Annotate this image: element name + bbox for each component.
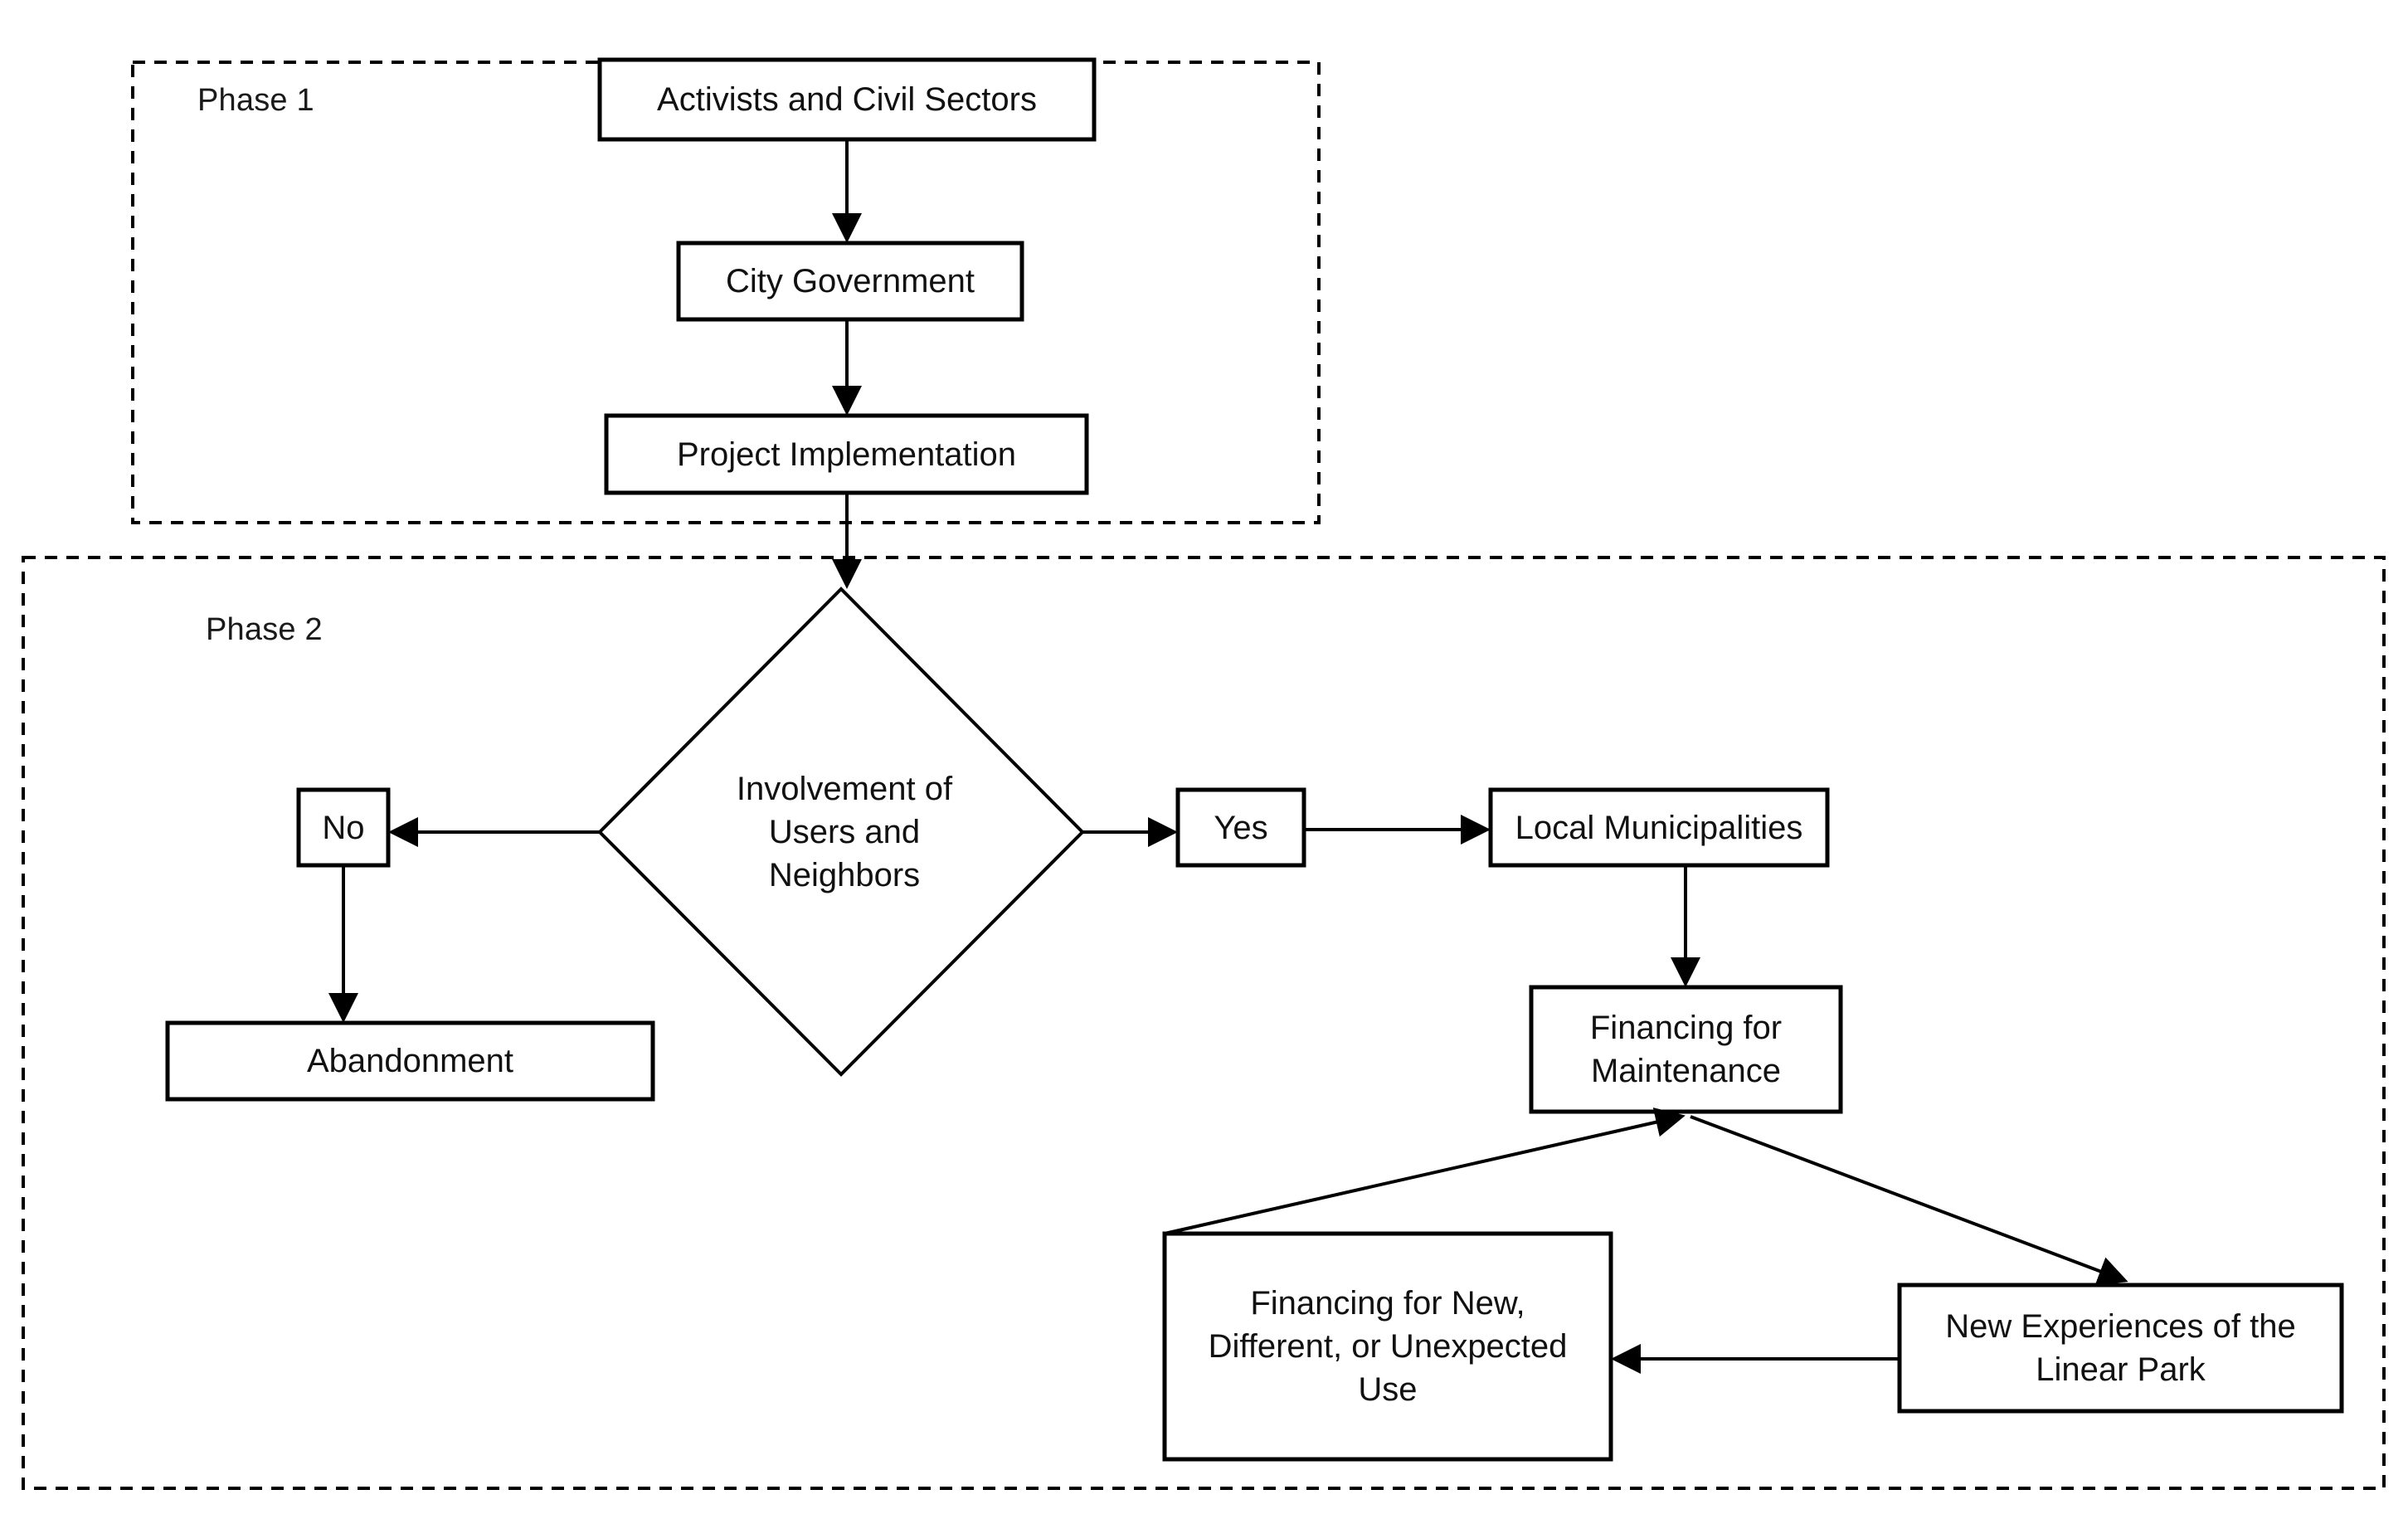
phase-1-label: Phase 1 bbox=[197, 83, 314, 118]
edge-financing-for-new-to-financing-for-maintenance bbox=[1164, 1108, 1686, 1235]
node-financing-for-maintenance[interactable] bbox=[1529, 985, 1843, 1114]
node-city-government[interactable] bbox=[676, 241, 1024, 322]
edge-financing-for-maintenance-to-new-experiences bbox=[1690, 1115, 2128, 1286]
node-local-municipalities[interactable] bbox=[1488, 787, 1830, 868]
node-new-experiences-of-the-linear-park[interactable] bbox=[1897, 1283, 2344, 1414]
node-no[interactable] bbox=[296, 787, 391, 868]
node-abandonment[interactable] bbox=[165, 1020, 655, 1102]
phase-2-boundary bbox=[22, 556, 2386, 1490]
node-project-implementation[interactable] bbox=[604, 413, 1089, 495]
node-yes[interactable] bbox=[1175, 787, 1306, 868]
node-financing-for-new-different-or-unexpected-use[interactable] bbox=[1162, 1231, 1613, 1462]
node-involvement-of-users-and-neighbors[interactable] bbox=[597, 587, 1085, 1077]
node-activists-and-civil-sectors[interactable] bbox=[597, 57, 1097, 142]
phase-2-label: Phase 2 bbox=[206, 612, 323, 647]
